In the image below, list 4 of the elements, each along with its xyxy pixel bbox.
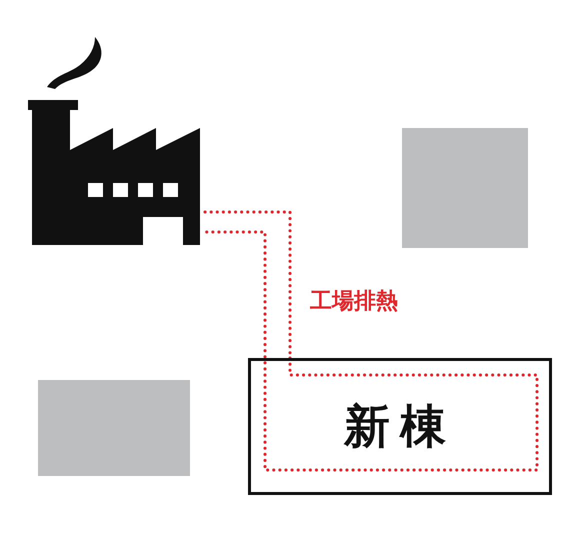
building-block bbox=[402, 128, 528, 248]
building-name: 新棟 bbox=[344, 398, 456, 454]
building-block bbox=[38, 380, 190, 476]
building-box bbox=[248, 358, 552, 495]
